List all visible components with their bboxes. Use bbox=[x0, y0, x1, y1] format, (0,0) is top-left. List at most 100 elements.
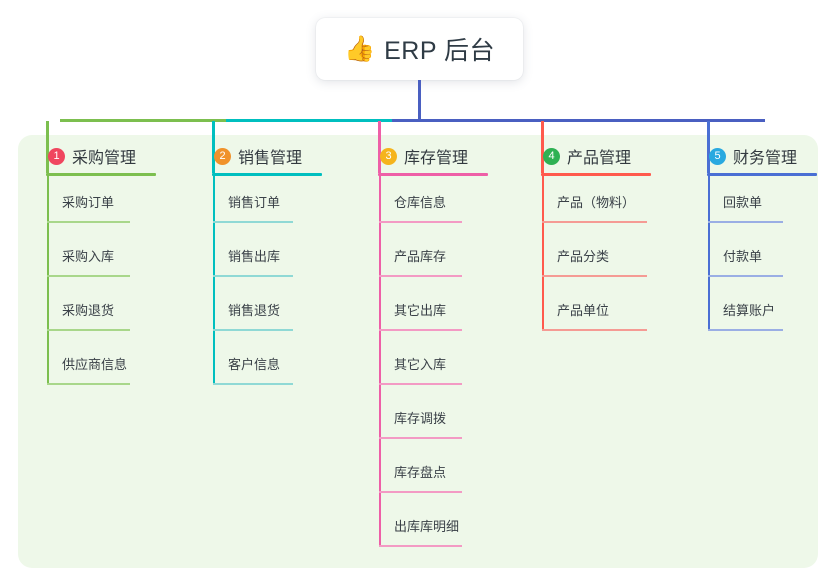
module-item-rule bbox=[379, 383, 462, 385]
connector-drop-2 bbox=[212, 121, 215, 173]
module-header-rule bbox=[46, 173, 156, 176]
module-index-badge: 5 bbox=[709, 147, 726, 165]
module-item-rule bbox=[542, 329, 647, 331]
module-title: 产品管理 bbox=[567, 150, 632, 167]
connector-drop-4 bbox=[541, 121, 544, 173]
module-item-label: 结算账户 bbox=[723, 303, 776, 318]
root-node-label: ERP 后台 bbox=[384, 37, 496, 65]
module-header-rule bbox=[541, 173, 651, 176]
module-item-rule bbox=[708, 275, 783, 277]
module-item-rule bbox=[542, 221, 647, 223]
module-item[interactable]: 销售出库 bbox=[202, 230, 322, 284]
module-item-rule bbox=[47, 221, 130, 223]
module-item[interactable]: 产品单位 bbox=[531, 284, 651, 338]
module-item-label: 库存盘点 bbox=[394, 465, 447, 480]
module-item-label: 供应商信息 bbox=[62, 357, 128, 372]
module-column-财务管理: 5 财务管理回款单付款单结算账户 bbox=[697, 144, 817, 338]
module-column-采购管理: 1 采购管理采购订单采购入库采购退货供应商信息 bbox=[36, 144, 156, 392]
module-index-badge: 1 bbox=[48, 147, 65, 165]
module-item[interactable]: 采购订单 bbox=[36, 176, 156, 230]
module-item-rule bbox=[47, 329, 130, 331]
connector-bar-segment-3 bbox=[392, 119, 765, 122]
module-item[interactable]: 回款单 bbox=[697, 176, 817, 230]
module-item-list: 回款单付款单结算账户 bbox=[697, 176, 817, 338]
module-item[interactable]: 产品分类 bbox=[531, 230, 651, 284]
connector-drop-3 bbox=[378, 121, 381, 173]
module-item[interactable]: 客户信息 bbox=[202, 338, 322, 392]
module-item[interactable]: 结算账户 bbox=[697, 284, 817, 338]
module-item-label: 产品库存 bbox=[394, 249, 447, 264]
connector-drop-5 bbox=[707, 121, 710, 173]
module-item-rule bbox=[213, 221, 293, 223]
module-item-rule bbox=[379, 437, 462, 439]
module-item-rule bbox=[213, 383, 293, 385]
module-header-产品管理[interactable]: 4 产品管理 bbox=[531, 144, 651, 168]
module-item-list: 销售订单销售出库销售退货客户信息 bbox=[202, 176, 322, 392]
module-index-badge: 2 bbox=[214, 147, 231, 165]
module-item-list: 产品（物料） 产品分类产品单位 bbox=[531, 176, 651, 338]
connector-bar-segment-2 bbox=[226, 119, 392, 122]
module-item-label: 库存调拨 bbox=[394, 411, 447, 426]
module-item-rule bbox=[542, 275, 647, 277]
module-header-财务管理[interactable]: 5 财务管理 bbox=[697, 144, 817, 168]
module-item[interactable]: 采购退货 bbox=[36, 284, 156, 338]
modules-panel bbox=[18, 135, 818, 568]
module-item-label: 回款单 bbox=[723, 195, 763, 210]
module-trunk-line bbox=[379, 176, 381, 546]
module-header-销售管理[interactable]: 2 销售管理 bbox=[202, 144, 322, 168]
module-item-rule bbox=[379, 275, 462, 277]
module-item-rule bbox=[213, 329, 293, 331]
module-item[interactable]: 其它入库 bbox=[368, 338, 488, 392]
module-item-rule bbox=[379, 491, 462, 493]
connector-bar-segment-1 bbox=[60, 119, 226, 122]
module-trunk-line bbox=[542, 176, 544, 330]
module-index-badge: 4 bbox=[543, 147, 560, 165]
module-item-rule bbox=[47, 275, 130, 277]
module-title: 销售管理 bbox=[238, 150, 303, 167]
module-item[interactable]: 仓库信息 bbox=[368, 176, 488, 230]
module-item-label: 出库库明细 bbox=[394, 519, 460, 534]
module-item-label: 其它出库 bbox=[394, 303, 447, 318]
module-item-rule bbox=[213, 275, 293, 277]
module-header-rule bbox=[212, 173, 322, 176]
module-item-rule bbox=[47, 383, 130, 385]
module-item[interactable]: 库存盘点 bbox=[368, 446, 488, 500]
module-item[interactable]: 其它出库 bbox=[368, 284, 488, 338]
module-index-badge: 3 bbox=[380, 147, 397, 165]
module-title: 采购管理 bbox=[72, 150, 137, 167]
module-title: 财务管理 bbox=[733, 150, 798, 167]
module-item-label: 产品分类 bbox=[557, 249, 610, 264]
module-item-label: 付款单 bbox=[723, 249, 763, 264]
module-item-label: 采购入库 bbox=[62, 249, 115, 264]
module-item[interactable]: 采购入库 bbox=[36, 230, 156, 284]
module-header-采购管理[interactable]: 1 采购管理 bbox=[36, 144, 156, 168]
module-item-label: 产品单位 bbox=[557, 303, 610, 318]
module-item[interactable]: 产品库存 bbox=[368, 230, 488, 284]
module-item-rule bbox=[708, 329, 783, 331]
module-item[interactable]: 付款单 bbox=[697, 230, 817, 284]
module-item[interactable]: 出库库明细 bbox=[368, 500, 488, 554]
module-item-label: 销售出库 bbox=[228, 249, 281, 264]
module-item[interactable]: 供应商信息 bbox=[36, 338, 156, 392]
module-item[interactable]: 库存调拨 bbox=[368, 392, 488, 446]
module-trunk-line bbox=[708, 176, 710, 330]
module-trunk-line bbox=[213, 176, 215, 384]
module-item-label: 客户信息 bbox=[228, 357, 281, 372]
module-item-label: 采购退货 bbox=[62, 303, 115, 318]
module-item-list: 仓库信息产品库存其它出库其它入库库存调拨库存盘点出库库明细 bbox=[368, 176, 488, 554]
module-item-label: 仓库信息 bbox=[394, 195, 447, 210]
module-item[interactable]: 销售订单 bbox=[202, 176, 322, 230]
module-column-产品管理: 4 产品管理产品（物料） 产品分类产品单位 bbox=[531, 144, 651, 338]
module-header-rule bbox=[378, 173, 488, 176]
module-item-list: 采购订单采购入库采购退货供应商信息 bbox=[36, 176, 156, 392]
root-stem-connector bbox=[418, 80, 421, 121]
module-item-rule bbox=[379, 221, 462, 223]
module-item-rule bbox=[708, 221, 783, 223]
module-item-label: 销售退货 bbox=[228, 303, 281, 318]
module-item[interactable]: 销售退货 bbox=[202, 284, 322, 338]
module-item[interactable]: 产品（物料） bbox=[531, 176, 651, 230]
root-node-erp-backend[interactable]: 👍 ERP 后台 bbox=[316, 18, 523, 80]
